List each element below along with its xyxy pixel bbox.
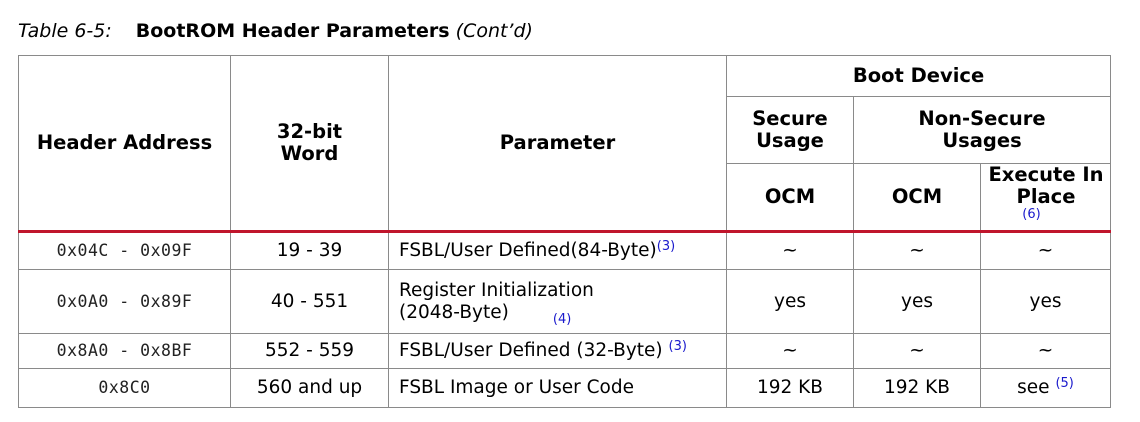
secure-ocm-cell: ~: [726, 333, 854, 369]
header-address-heading: Header Address: [18, 55, 231, 233]
secure-ocm-cell: 192 KB: [726, 368, 854, 408]
parameter-note: (3): [656, 239, 676, 254]
parameter-note: (4): [552, 311, 572, 327]
secure-ocm-cell: ~: [726, 231, 854, 270]
secure-ocm-heading: OCM: [726, 163, 854, 233]
table-number: Table 6-5:: [18, 20, 112, 42]
word-heading-text: 32-bit Word: [276, 120, 343, 165]
secure-usage-heading: Secure Usage: [726, 96, 854, 164]
non-secure-usages-heading: Non-Secure Usages: [852, 96, 1112, 164]
boot-device-heading: Boot Device: [725, 55, 1112, 97]
address-cell: 0x8A0 - 0x8BF: [18, 333, 231, 369]
xip-cell: see (5): [979, 368, 1112, 408]
parameter-text: FSBL/User Defined(84-Byte): [399, 240, 657, 261]
nonsecure-ocm-cell: yes: [853, 269, 981, 334]
nonsecure-ocm-cell: 192 KB: [853, 368, 981, 408]
table-continued: (Cont’d): [455, 20, 533, 42]
parameter-text: Register Initialization (2048-Byte): [399, 279, 594, 323]
xip-cell: ~: [979, 231, 1112, 270]
bootrom-header-table: Header Address 32-bit Word Parameter Boo…: [18, 55, 1112, 408]
table-row: 0x8C0 560 and up FSBL Image or User Code…: [18, 368, 1112, 408]
table-row: 0x04C - 0x09F 19 - 39 FSBL/User Defined(…: [18, 231, 1112, 270]
table-row: 0x8A0 - 0x8BF 552 - 559 FSBL/User Define…: [18, 333, 1112, 369]
parameter-cell: FSBL/User Defined (32-Byte) (3): [388, 333, 727, 369]
parameter-cell: Register Initialization (2048-Byte) (4): [388, 269, 727, 334]
word-cell: 560 and up: [230, 368, 389, 408]
table-row: 0x0A0 - 0x89F 40 - 551 Register Initiali…: [18, 269, 1112, 334]
word-cell: 19 - 39: [230, 231, 389, 270]
xip-cell: ~: [979, 333, 1112, 369]
parameter-cell: FSBL/User Defined(84-Byte)(3): [388, 231, 727, 270]
word-cell: 40 - 551: [230, 269, 389, 334]
non-secure-usages-text: Non-Secure Usages: [918, 107, 1046, 152]
execute-in-place-text: Execute In Place: [988, 163, 1104, 208]
parameter-text: FSBL/User Defined (32-Byte): [399, 340, 663, 361]
table-title: BootROM Header Parameters: [135, 20, 450, 42]
execute-in-place-heading: Execute In Place(6): [979, 163, 1112, 233]
secure-usage-text: Secure Usage: [752, 107, 828, 152]
parameter-note: (3): [668, 339, 687, 354]
xip-text: see: [1017, 377, 1050, 398]
execute-in-place-note: (6): [1022, 207, 1041, 222]
xip-note: (5): [1055, 376, 1074, 391]
parameter-heading: Parameter: [388, 55, 727, 233]
nonsecure-ocm-heading: OCM: [853, 163, 981, 233]
table-caption: Table 6-5: BootROM Header Parameters (Con…: [18, 20, 533, 42]
nonsecure-ocm-cell: ~: [853, 333, 981, 369]
secure-ocm-cell: yes: [726, 269, 854, 334]
nonsecure-ocm-cell: ~: [853, 231, 981, 270]
xip-cell: yes: [979, 269, 1112, 334]
address-cell: 0x04C - 0x09F: [18, 231, 231, 270]
word-cell: 552 - 559: [230, 333, 389, 369]
address-cell: 0x8C0: [18, 368, 231, 408]
parameter-cell: FSBL Image or User Code: [388, 368, 727, 408]
address-cell: 0x0A0 - 0x89F: [18, 269, 231, 334]
parameter-text: FSBL Image or User Code: [399, 377, 634, 398]
word-heading: 32-bit Word: [230, 55, 389, 233]
